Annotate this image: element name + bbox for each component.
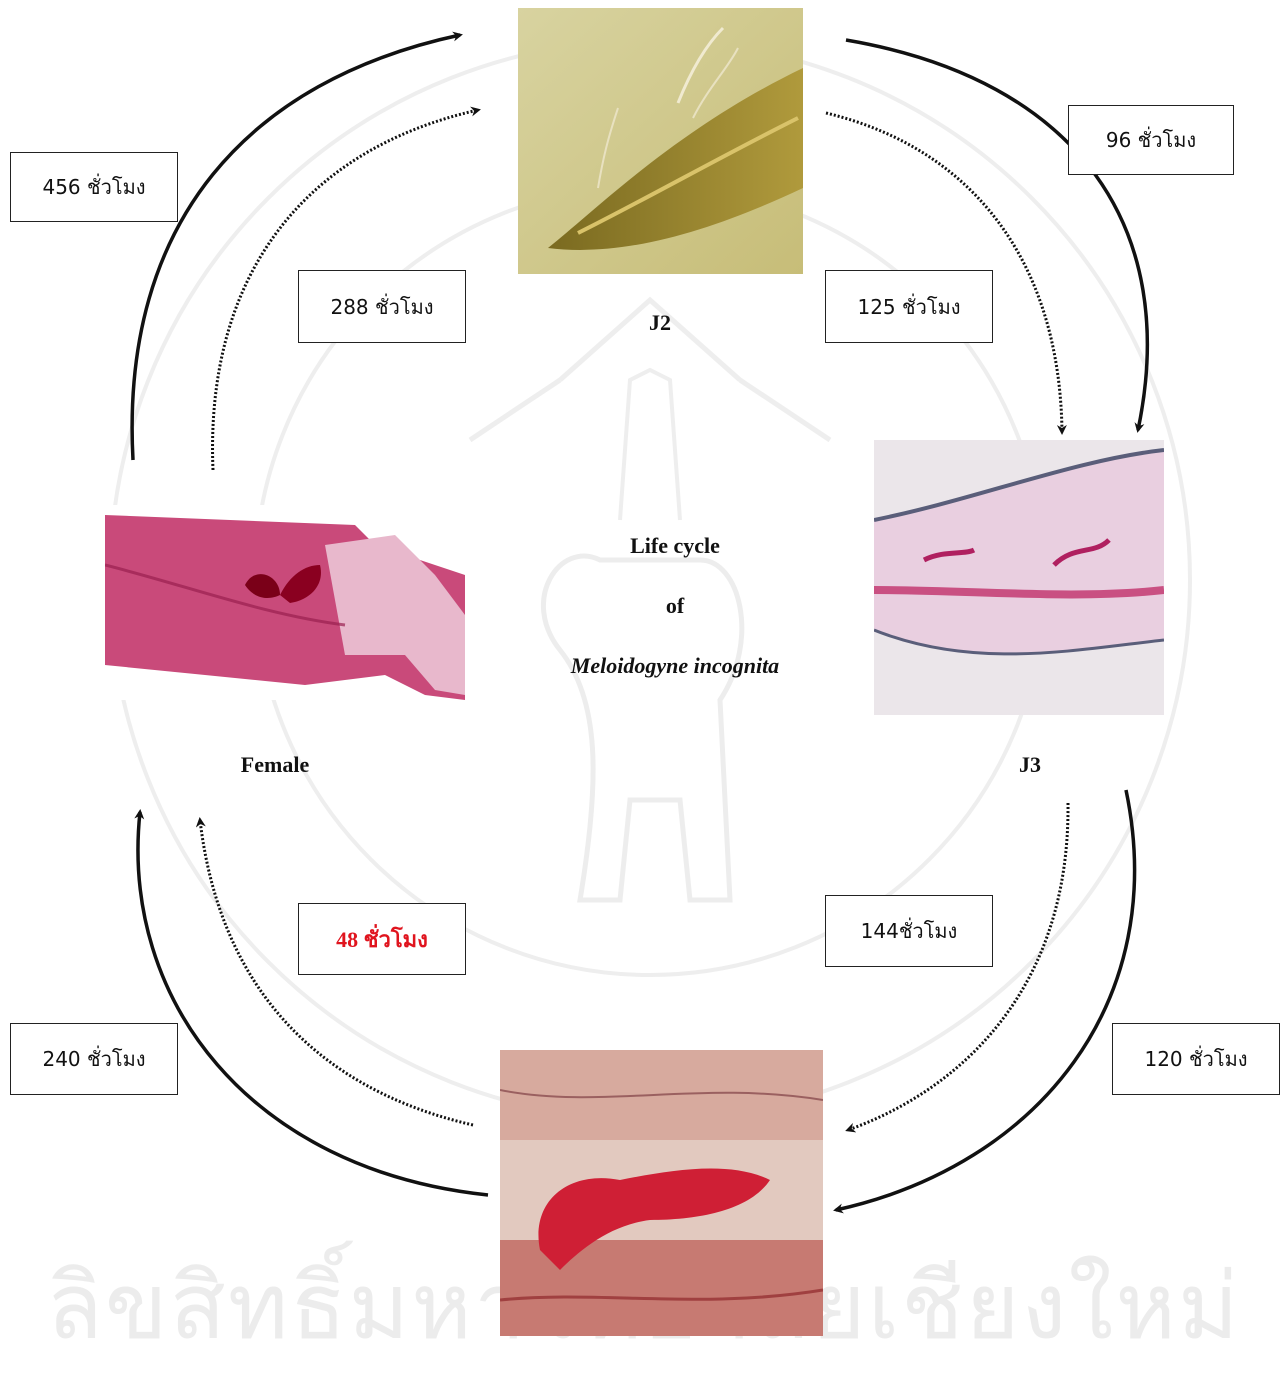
- duration-box-j4-to-female-inner: 48 ชั่วโมง: [298, 903, 466, 975]
- duration-box-female-to-j2-outer: 456 ชั่วโมง: [10, 152, 178, 222]
- diagram-title-line-3: Meloidogyne incognita: [510, 653, 840, 679]
- stage-label-j3: J3: [1000, 752, 1060, 778]
- j3-micrograph: [874, 440, 1164, 715]
- arrow-j4-to-female-outer: [138, 812, 488, 1195]
- diagram-title-line-2: of: [510, 593, 840, 619]
- stage-label-j2: J2: [630, 310, 690, 336]
- duration-box-j2-to-j3-outer: 96 ชั่วโมง: [1068, 105, 1234, 175]
- duration-box-j3-to-j4-outer: 120 ชั่วโมง: [1112, 1023, 1280, 1095]
- duration-box-female-to-j2-inner: 288 ชั่วโมง: [298, 270, 466, 343]
- arrow-female-to-j2-outer: [132, 35, 460, 460]
- arrow-j3-to-j4-outer: [836, 790, 1135, 1210]
- duration-box-j4-to-female-outer: 240 ชั่วโมง: [10, 1023, 178, 1095]
- duration-box-j3-to-j4-inner: 144ชั่วโมง: [825, 895, 993, 967]
- female-micrograph: [105, 505, 465, 700]
- duration-box-j2-to-j3-inner: 125 ชั่วโมง: [825, 270, 993, 343]
- diagram-title-line-1: Life cycle: [510, 533, 840, 559]
- arrow-j2-to-j3-outer: [846, 40, 1147, 430]
- stage-label-female: Female: [210, 752, 340, 778]
- j2-micrograph: [518, 8, 803, 274]
- j4-micrograph: [500, 1050, 823, 1336]
